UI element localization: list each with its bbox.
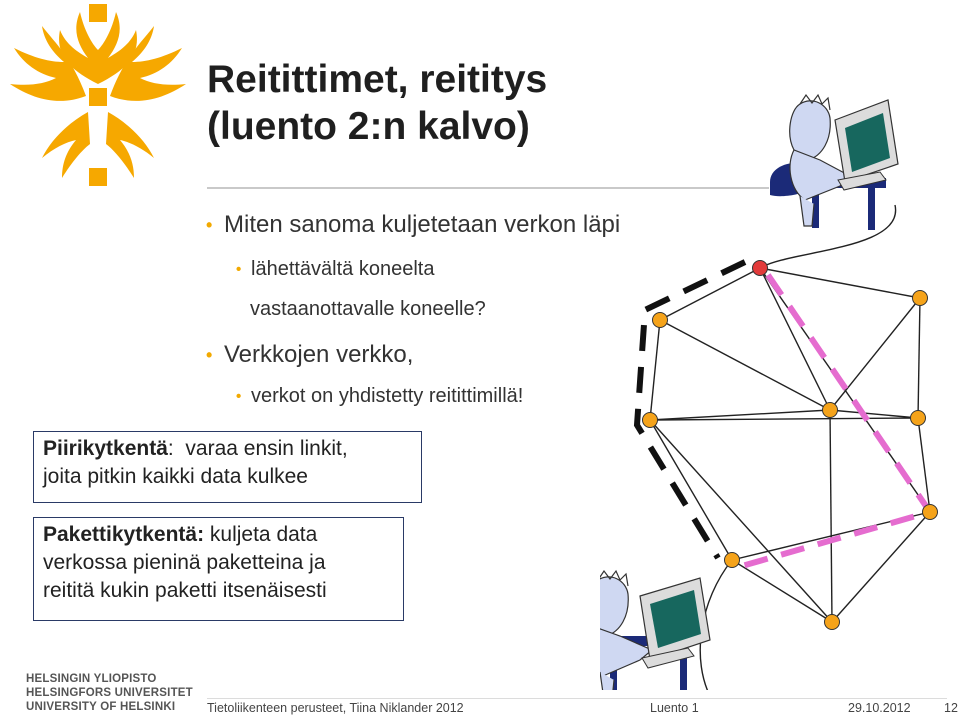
router-node-icon: [822, 402, 838, 418]
sub-bullet-1-continuation: vastaanottavalle koneelle?: [250, 298, 486, 320]
sub-bullet-1-text: lähettävältä koneelta: [251, 258, 435, 280]
bullet-dot: •: [206, 215, 213, 235]
bullet-1: • Miten sanoma kuljetetaan verkon läpi: [206, 210, 621, 240]
footer-course: Tietoliikenteen perusteet, Tiina Nikland…: [207, 701, 464, 715]
packet-switching-text-line2: verkossa pieninä paketteina ja: [43, 551, 326, 574]
sub-bullet-1: • lähettävältä koneelta: [236, 256, 434, 283]
university-name-fi: HELSINGIN YLIOPISTO: [26, 673, 157, 685]
computer-user-icon: [600, 569, 711, 690]
bullet-dot: •: [206, 345, 213, 365]
router-node-icon: [824, 614, 840, 630]
title-divider: [207, 187, 769, 189]
packet-switching-term: Pakettikytkentä:: [43, 523, 205, 546]
bullet-2: • Verkkojen verkko,: [206, 340, 414, 370]
packet-path: [734, 273, 935, 571]
circuit-switching-colon: :: [167, 437, 174, 460]
sub-bullet-2-text: verkot on yhdistetty reitittimillä!: [251, 385, 524, 407]
router-node-icon: [912, 290, 928, 306]
router-node-icon: [724, 552, 740, 568]
title-line-1: Reitittimet, reititys: [207, 58, 548, 101]
router-nodes: [642, 290, 938, 630]
router-node-icon: [922, 504, 938, 520]
computer-user-icon: [770, 93, 899, 230]
slide-title: Reitittimet, reititys (luento 2:n kalvo): [207, 56, 727, 150]
circuit-switching-text: varaa ensin linkit,: [173, 437, 348, 460]
university-name-sv: HELSINGFORS UNIVERSITET: [26, 687, 193, 699]
bullet-dot: •: [236, 261, 242, 278]
packet-switching-text: kuljeta data: [204, 523, 318, 546]
university-name: HELSINGIN YLIOPISTO HELSINGFORS UNIVERSI…: [26, 672, 193, 714]
footer-date: 29.10.2012: [848, 701, 911, 715]
bullet-dot: •: [236, 388, 242, 405]
source-router-node-icon: [752, 260, 768, 276]
packet-switching-text-line3: reititä kukin paketti itsenäisesti: [43, 579, 327, 602]
sub-bullet-2: • verkot on yhdistetty reitittimillä!: [236, 383, 523, 410]
router-node-icon: [910, 410, 926, 426]
circuit-switching-box: Piirikytkentä: varaa ensin linkit, joita…: [33, 431, 422, 503]
bullet-1-text: Miten sanoma kuljetetaan verkon läpi: [224, 211, 621, 238]
university-name-en: UNIVERSITY OF HELSINKI: [26, 701, 176, 713]
router-node-icon: [652, 312, 668, 328]
packet-switching-box: Pakettikytkentä: kuljeta data verkossa p…: [33, 517, 404, 621]
title-line-2: (luento 2:n kalvo): [207, 105, 530, 148]
router-node-icon: [642, 412, 658, 428]
circuit-switching-text-line2: joita pitkin kaikki data kulkee: [43, 465, 308, 488]
footer-divider: [207, 698, 947, 699]
footer-lecture: Luento 1: [650, 701, 699, 715]
footer-page-number: 12: [944, 701, 958, 715]
circuit-path: [633, 259, 747, 560]
flame-logo-icon: [10, 4, 186, 186]
bullet-2-text: Verkkojen verkko,: [224, 341, 414, 368]
circuit-switching-term: Piirikytkentä: [43, 437, 168, 460]
network-diagram: [600, 93, 938, 690]
